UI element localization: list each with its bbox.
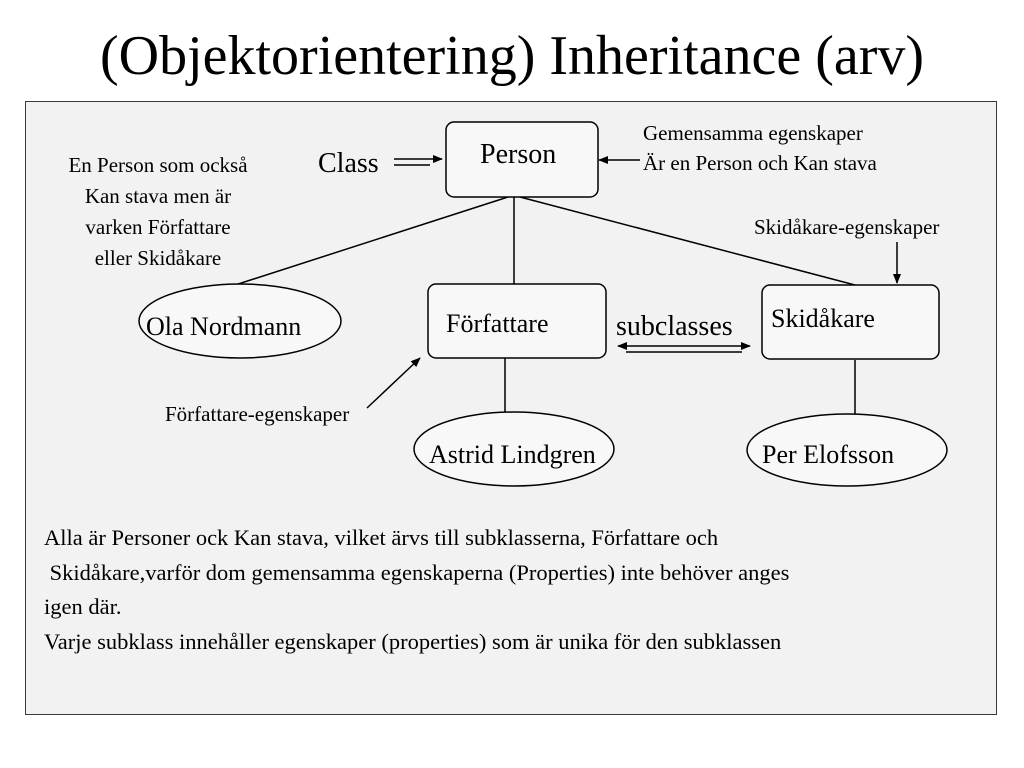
per-label: Per Elofsson	[762, 440, 895, 469]
astrid-label: Astrid Lindgren	[429, 440, 596, 469]
person-label: Person	[480, 139, 557, 170]
forfattare-props-label: Författare-egenskaper	[165, 402, 350, 426]
paragraph-line: Skidåkare,varför dom gemensamma egenskap…	[44, 559, 790, 585]
forfattare-class-box	[427, 283, 607, 359]
diagram-panel	[25, 101, 997, 715]
forfattare-props-arrow	[366, 357, 421, 409]
subclasses-label: subclasses	[616, 311, 733, 342]
common-props-line-2: Är en Person och Kan stava	[643, 151, 877, 175]
paragraph-line: igen där.	[44, 594, 122, 619]
paragraph-line: Alla är Personer ock Kan stava, vilket ä…	[44, 525, 719, 550]
connector-person-skidakare	[519, 196, 856, 286]
note-line: Kan stava men är	[84, 184, 232, 208]
note-line: varken Författare	[85, 215, 231, 239]
note-line: En Person som också	[68, 153, 248, 177]
ola-instance-ellipse	[138, 283, 342, 359]
paragraph-line: Varje subklass innehåller egenskaper (pr…	[44, 628, 782, 654]
astrid-instance-ellipse	[413, 411, 615, 487]
person-only-note: En Person som också Kan stava men är var…	[48, 150, 268, 274]
skidakare-label: Skidåkare	[771, 304, 875, 333]
ola-label: Ola Nordmann	[146, 312, 302, 341]
slide-title: (Objektorientering) Inheritance (arv)	[99, 25, 925, 87]
skidakare-class-box	[761, 284, 940, 360]
forfattare-label: Författare	[446, 309, 549, 338]
skidakare-props-label: Skidåkare-egenskaper	[754, 215, 940, 239]
class-label: Class	[318, 148, 379, 179]
connector-person-ola	[231, 196, 509, 287]
common-props-line-1: Gemensamma egenskaper	[643, 121, 863, 145]
note-line: eller Skidåkare	[94, 246, 222, 270]
per-instance-ellipse	[746, 413, 948, 487]
explanation-paragraph: Alla är Personer ock Kan stava, vilket ä…	[44, 521, 994, 659]
